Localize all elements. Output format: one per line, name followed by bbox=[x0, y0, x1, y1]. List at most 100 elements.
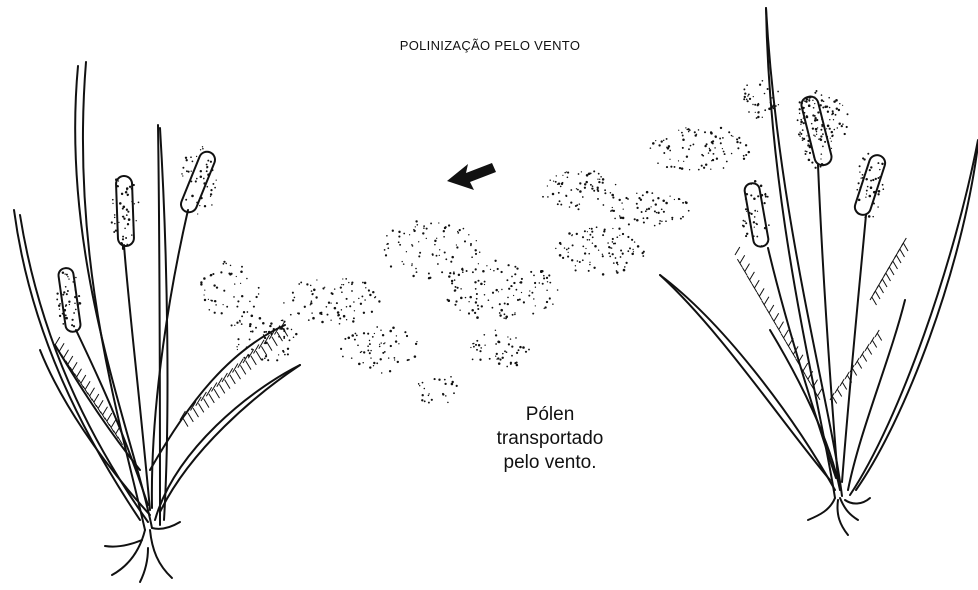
pollen-grain bbox=[248, 338, 251, 341]
pollen-grain bbox=[474, 268, 477, 271]
pollen-grain bbox=[451, 282, 454, 285]
pollen-grain bbox=[743, 98, 746, 101]
pollen-grain bbox=[418, 255, 421, 258]
pollen-grain bbox=[604, 192, 607, 195]
pollen-grain bbox=[459, 309, 461, 311]
pollen-grain bbox=[297, 312, 300, 315]
pollen-grain bbox=[345, 319, 348, 321]
panicle-hair bbox=[182, 417, 189, 427]
pollen-grain bbox=[444, 382, 447, 386]
pollen-grain bbox=[581, 259, 584, 262]
pollen-grain bbox=[754, 103, 757, 106]
pollen-grain bbox=[488, 357, 491, 360]
pollen-grain bbox=[609, 255, 612, 258]
pollen-grain bbox=[616, 271, 619, 274]
pollen-grain bbox=[532, 312, 535, 315]
pollen-grain bbox=[722, 137, 724, 139]
pollen-grain bbox=[732, 135, 734, 137]
pollen-grain bbox=[310, 300, 313, 302]
pollen-grain bbox=[736, 140, 739, 144]
pollen-grain bbox=[534, 305, 536, 307]
pollen-grain bbox=[839, 102, 841, 105]
pollen-grain bbox=[474, 281, 477, 284]
pollen-grain bbox=[65, 293, 68, 296]
pollen-grain bbox=[476, 348, 478, 351]
pollen-grain bbox=[479, 350, 482, 353]
pollen-grain bbox=[832, 119, 835, 121]
pollen-grain bbox=[772, 104, 775, 107]
pollen-grain bbox=[859, 186, 861, 189]
pollen-grain bbox=[627, 235, 630, 239]
pollen-grain bbox=[494, 259, 497, 262]
pollen-grain bbox=[463, 240, 467, 243]
pollen-grain bbox=[667, 145, 671, 148]
panicle-hair bbox=[787, 337, 794, 347]
pollen-grain bbox=[117, 180, 120, 182]
pollen-grain bbox=[814, 135, 816, 137]
pollen-grain bbox=[565, 248, 568, 251]
pollen-grain bbox=[233, 296, 235, 298]
panicle-hair bbox=[232, 363, 239, 373]
pollen-grain bbox=[475, 292, 478, 296]
pollen-grain bbox=[442, 392, 444, 395]
pollen-grain bbox=[602, 204, 605, 206]
pollen-grain bbox=[185, 198, 188, 201]
pollen-grain bbox=[766, 87, 769, 91]
pollen-grain bbox=[421, 381, 424, 384]
pollen-grain bbox=[190, 180, 193, 183]
pollen-grain bbox=[200, 283, 203, 286]
pollen-grain bbox=[826, 105, 829, 108]
pollen-grain bbox=[371, 336, 374, 338]
pollen-grain bbox=[348, 281, 350, 284]
pollen-grain bbox=[549, 281, 552, 284]
pollen-grain bbox=[112, 202, 114, 205]
pollen-grain bbox=[575, 188, 578, 190]
pollen-grain bbox=[465, 270, 468, 272]
panicle-hair bbox=[832, 396, 838, 404]
pollen-grain bbox=[591, 187, 594, 190]
pollen-grain bbox=[398, 343, 400, 345]
pollen-grain bbox=[601, 255, 604, 258]
pollen-grain bbox=[657, 197, 660, 200]
pollen-grain bbox=[820, 163, 824, 166]
pollen-grain bbox=[865, 193, 868, 195]
panicle-hair bbox=[255, 350, 262, 361]
panicle-hair bbox=[224, 379, 231, 389]
pollen-grain bbox=[298, 283, 301, 285]
pollen-grain bbox=[846, 113, 849, 116]
pollen-grain bbox=[312, 316, 315, 320]
pollen-grain bbox=[744, 220, 746, 223]
pollen-grain bbox=[508, 287, 511, 290]
pollen-grain bbox=[705, 143, 708, 146]
panicle-hair bbox=[226, 368, 234, 378]
pollen-grain bbox=[131, 200, 133, 203]
pollen-grain bbox=[646, 217, 649, 220]
pollen-grain bbox=[122, 215, 125, 218]
pollen-grain bbox=[756, 210, 759, 212]
pollen-grain bbox=[131, 234, 133, 236]
pollen-grain bbox=[468, 234, 470, 236]
pollen-grain bbox=[476, 316, 479, 319]
pollen-grain bbox=[68, 303, 71, 306]
pollen-grain bbox=[610, 247, 613, 249]
pollen-grain bbox=[722, 150, 725, 153]
pollen-grain bbox=[810, 122, 813, 125]
pollen-grain bbox=[574, 265, 577, 267]
pollen-grain bbox=[290, 328, 293, 331]
pollen-grain bbox=[473, 342, 475, 345]
pollen-grain bbox=[455, 300, 458, 303]
pollen-grain bbox=[411, 264, 413, 267]
pollen-grain bbox=[840, 124, 843, 128]
pollen-grain bbox=[476, 304, 479, 307]
pollen-grain bbox=[71, 318, 74, 321]
pollen-grain bbox=[398, 230, 401, 234]
pollen-grain bbox=[601, 178, 605, 181]
pollen-grain bbox=[552, 303, 554, 305]
pollen-grain bbox=[677, 160, 680, 162]
panicle-hair bbox=[239, 365, 247, 375]
pollen-grain bbox=[520, 291, 523, 294]
pollen-grain bbox=[547, 196, 549, 198]
pollen-grain bbox=[380, 372, 383, 374]
pollen-grain bbox=[113, 231, 116, 233]
pollen-grain bbox=[213, 300, 216, 302]
